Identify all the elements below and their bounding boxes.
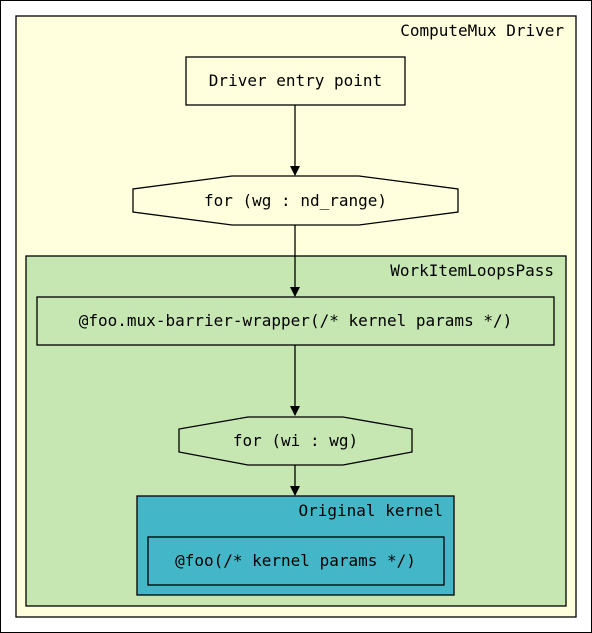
original-kernel-cluster: [136, 495, 455, 596]
wi-loop-label: for (wi : wg): [233, 431, 358, 450]
wg-loop-node: [132, 175, 459, 226]
computemux-driver-label: ComputeMux Driver: [400, 21, 564, 40]
kernel-node: [147, 536, 445, 586]
workitemloopspass-label: WorkItemLoopsPass: [390, 261, 554, 280]
driver-entry-label: Driver entry point: [209, 71, 382, 90]
kernel-node-label: @foo(/* kernel params */): [175, 551, 416, 570]
barrier-wrapper-label: @foo.mux-barrier-wrapper(/* kernel param…: [79, 311, 512, 330]
wg-loop-label: for (wg : nd_range): [204, 191, 387, 210]
original-kernel-label: Original kernel: [299, 501, 444, 520]
wi-loop-node: [178, 416, 413, 466]
